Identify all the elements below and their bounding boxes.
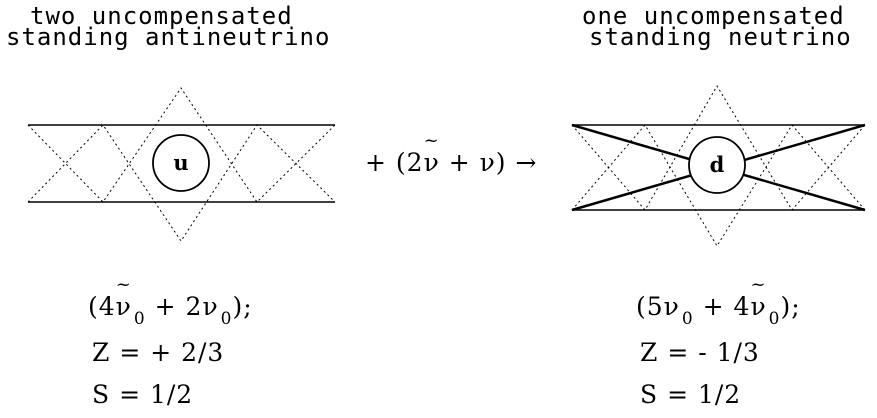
left-comp-nu1: ν (115, 292, 132, 321)
left-comp-nu2: ν (202, 292, 219, 321)
left-quark-label: u (173, 150, 188, 175)
left-heading-line1: two uncompensated (30, 2, 293, 30)
right-quark-label: d (710, 152, 725, 177)
left-comp-close: ); (232, 292, 253, 321)
right-comp-sub2: 0 (768, 309, 781, 329)
left-comp-sub2: 0 (220, 309, 233, 329)
left-spin: S = 1/2 (92, 380, 194, 409)
left-quark-circle (152, 134, 210, 192)
right-heading-line1: one uncompensated (582, 2, 845, 30)
tilde-mark: ~ (115, 274, 132, 295)
reaction-antineutrino: ~ν (423, 132, 440, 178)
reaction-open: + (2 (365, 148, 424, 177)
reaction-arrow: → (515, 148, 538, 177)
reaction-plus: + ν) (448, 148, 507, 177)
reaction-nu-anti: ν (423, 148, 440, 177)
left-comp-plus: + 2 (154, 292, 203, 321)
left-comp-sub1: 0 (133, 309, 146, 329)
left-zigzag-top (27, 87, 336, 203)
left-comp-antineutrino: ~ν (115, 276, 132, 322)
right-comp-sub1: 0 (681, 309, 694, 329)
right-comp-nu2: ν (750, 292, 767, 321)
right-charge: Z = - 1/3 (640, 338, 760, 367)
left-charge: Z = + 2/3 (92, 338, 225, 367)
left-comp-open: (4 (88, 292, 116, 321)
tilde-mark: ~ (750, 274, 767, 295)
right-comp-open: (5 (636, 292, 664, 321)
right-heading-line2: standing neutrino (589, 23, 852, 51)
right-comp-antineutrino: ~ν (750, 276, 767, 322)
right-diagram: d (571, 85, 866, 247)
right-comp-nu1: ν (663, 292, 680, 321)
reaction-formula: + (2~ν + ν) → (365, 132, 538, 178)
right-quark-circle (688, 136, 746, 194)
left-heading-line2: standing antineutrino (6, 23, 331, 51)
right-spin: S = 1/2 (640, 380, 742, 409)
right-comp-plus: + 4 (702, 292, 751, 321)
right-zigzag-top (571, 85, 866, 211)
tilde-mark: ~ (423, 130, 440, 151)
right-comp-close: ); (780, 292, 801, 321)
left-zigzag-bottom (27, 124, 336, 242)
left-diagram: u (27, 87, 336, 242)
